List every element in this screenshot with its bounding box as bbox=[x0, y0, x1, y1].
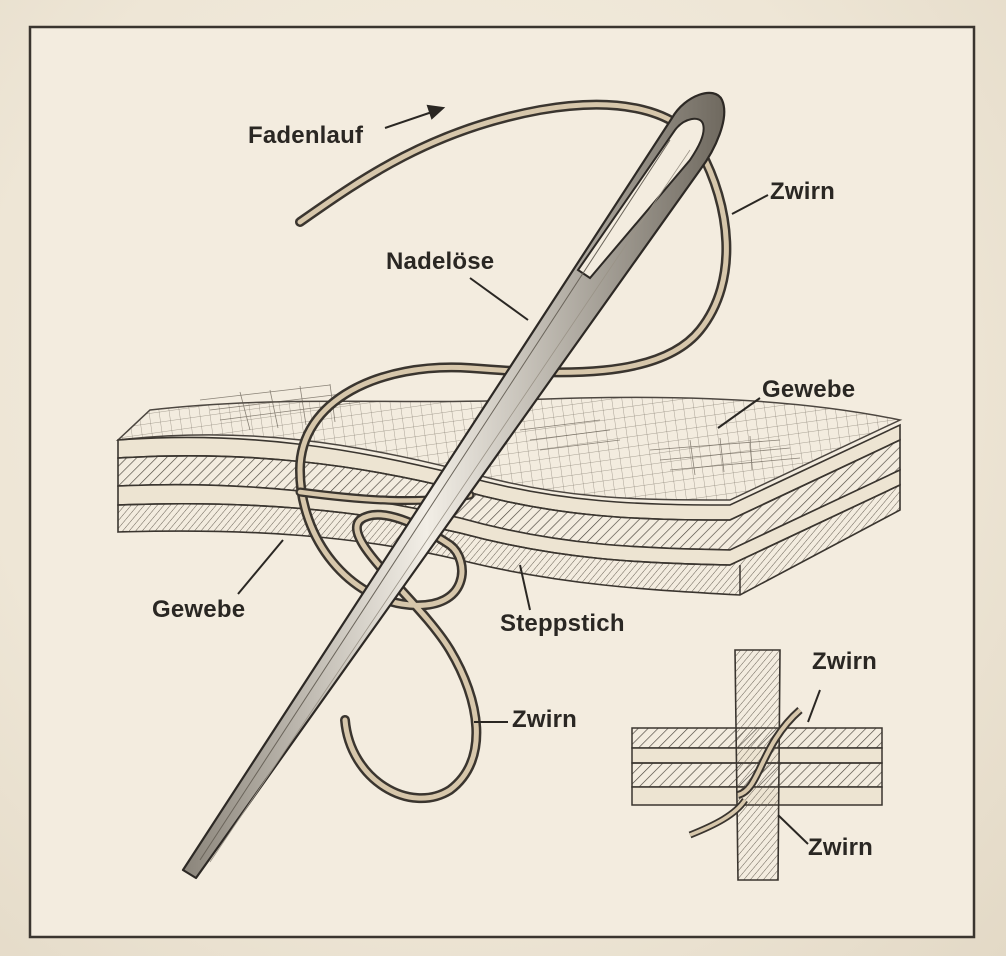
label-steppstich: Steppstich bbox=[500, 612, 625, 636]
label-nadeloese: Nadelöse bbox=[386, 250, 494, 274]
label-zwirn-inset-bottom: Zwirn bbox=[808, 836, 873, 860]
label-fadenlauf: Fadenlauf bbox=[248, 124, 363, 148]
label-zwirn-top: Zwirn bbox=[770, 180, 835, 204]
label-gewebe-right: Gewebe bbox=[762, 378, 855, 402]
label-gewebe-left: Gewebe bbox=[152, 598, 245, 622]
label-zwirn-loop: Zwirn bbox=[512, 708, 577, 732]
label-zwirn-inset-top: Zwirn bbox=[812, 650, 877, 674]
